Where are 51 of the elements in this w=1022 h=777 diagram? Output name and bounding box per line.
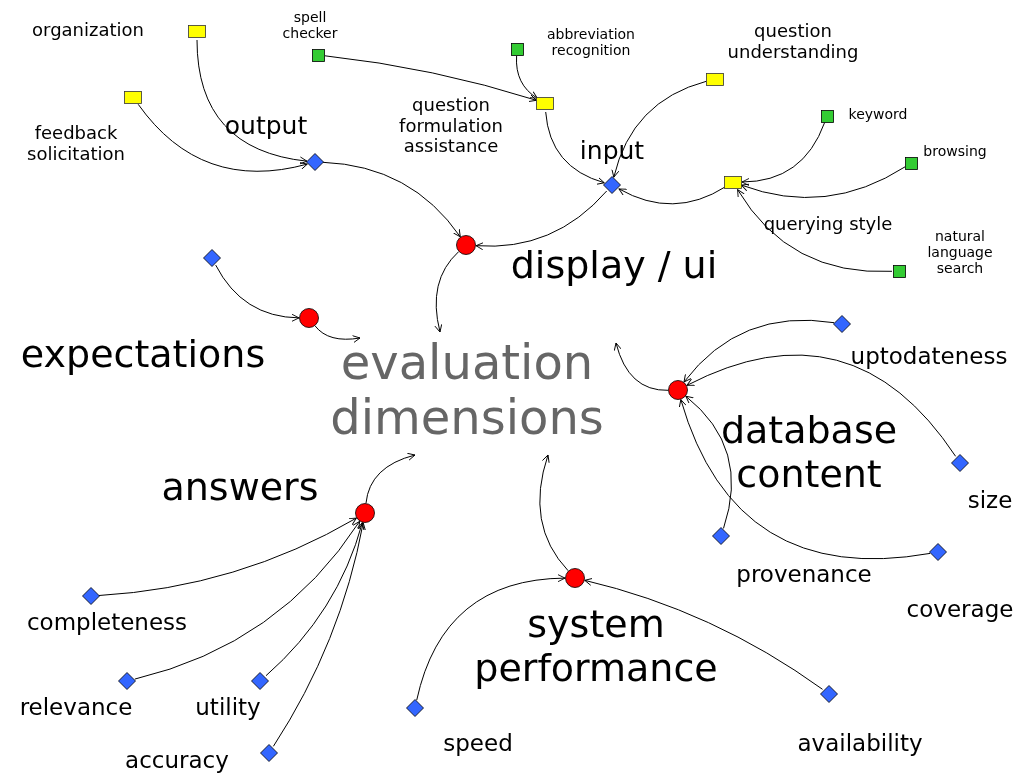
topic-label: coverage — [906, 595, 1014, 623]
connector-line — [611, 80, 707, 178]
topic-label: availability — [797, 729, 923, 757]
connector-line — [686, 354, 957, 457]
topic-label: speed — [443, 729, 513, 757]
topic-label: input — [579, 136, 645, 166]
central-topic: evaluation dimensions — [329, 334, 605, 446]
connector-line — [137, 103, 308, 172]
connector-line — [740, 166, 906, 198]
topic-label: display / ui — [510, 244, 718, 288]
connector-line — [618, 186, 726, 205]
topic-label: question understanding — [726, 21, 860, 63]
connector-line — [685, 395, 732, 529]
connector-line — [614, 342, 669, 391]
topic-label: spell checker — [281, 8, 339, 42]
connector-line — [365, 453, 416, 504]
connector-line — [515, 55, 538, 99]
topic-label: abbreviation recognition — [546, 25, 636, 59]
topic-label: relevance — [19, 693, 133, 721]
topic-label: answers — [161, 466, 319, 510]
topic-label: output — [224, 111, 308, 141]
connector-line — [272, 522, 366, 747]
connector-line — [679, 399, 931, 560]
connector-line — [539, 454, 569, 572]
topic-label: feedback solicitation — [26, 123, 126, 165]
topic-label: keyword — [848, 105, 908, 123]
topic-label: database content — [719, 409, 899, 497]
topic-label: provenance — [736, 560, 872, 588]
topic-label: organization — [32, 19, 144, 41]
connector-line — [314, 325, 361, 343]
topic-label: browsing — [923, 142, 987, 160]
connector-line — [475, 190, 608, 250]
connector-line — [434, 251, 460, 333]
topic-label: question formulation assistance — [398, 94, 504, 158]
topic-label: utility — [195, 693, 261, 721]
topic-label: natural language search — [926, 227, 994, 277]
connector-line — [322, 161, 461, 238]
connector-line — [737, 189, 893, 272]
connector-line — [584, 578, 823, 690]
topic-label: size — [967, 486, 1013, 514]
topic-label: completeness — [26, 608, 188, 636]
topic-label: querying style — [763, 213, 893, 235]
connector-line — [134, 520, 361, 680]
connector-line — [545, 111, 605, 185]
topic-label: expectations — [20, 333, 266, 377]
connector-line — [98, 517, 357, 596]
topic-label: system performance — [473, 603, 719, 691]
topic-label: uptodateness — [850, 342, 1008, 370]
connector-line — [324, 55, 537, 103]
connector-line — [683, 319, 835, 383]
topic-label: accuracy — [125, 746, 229, 774]
